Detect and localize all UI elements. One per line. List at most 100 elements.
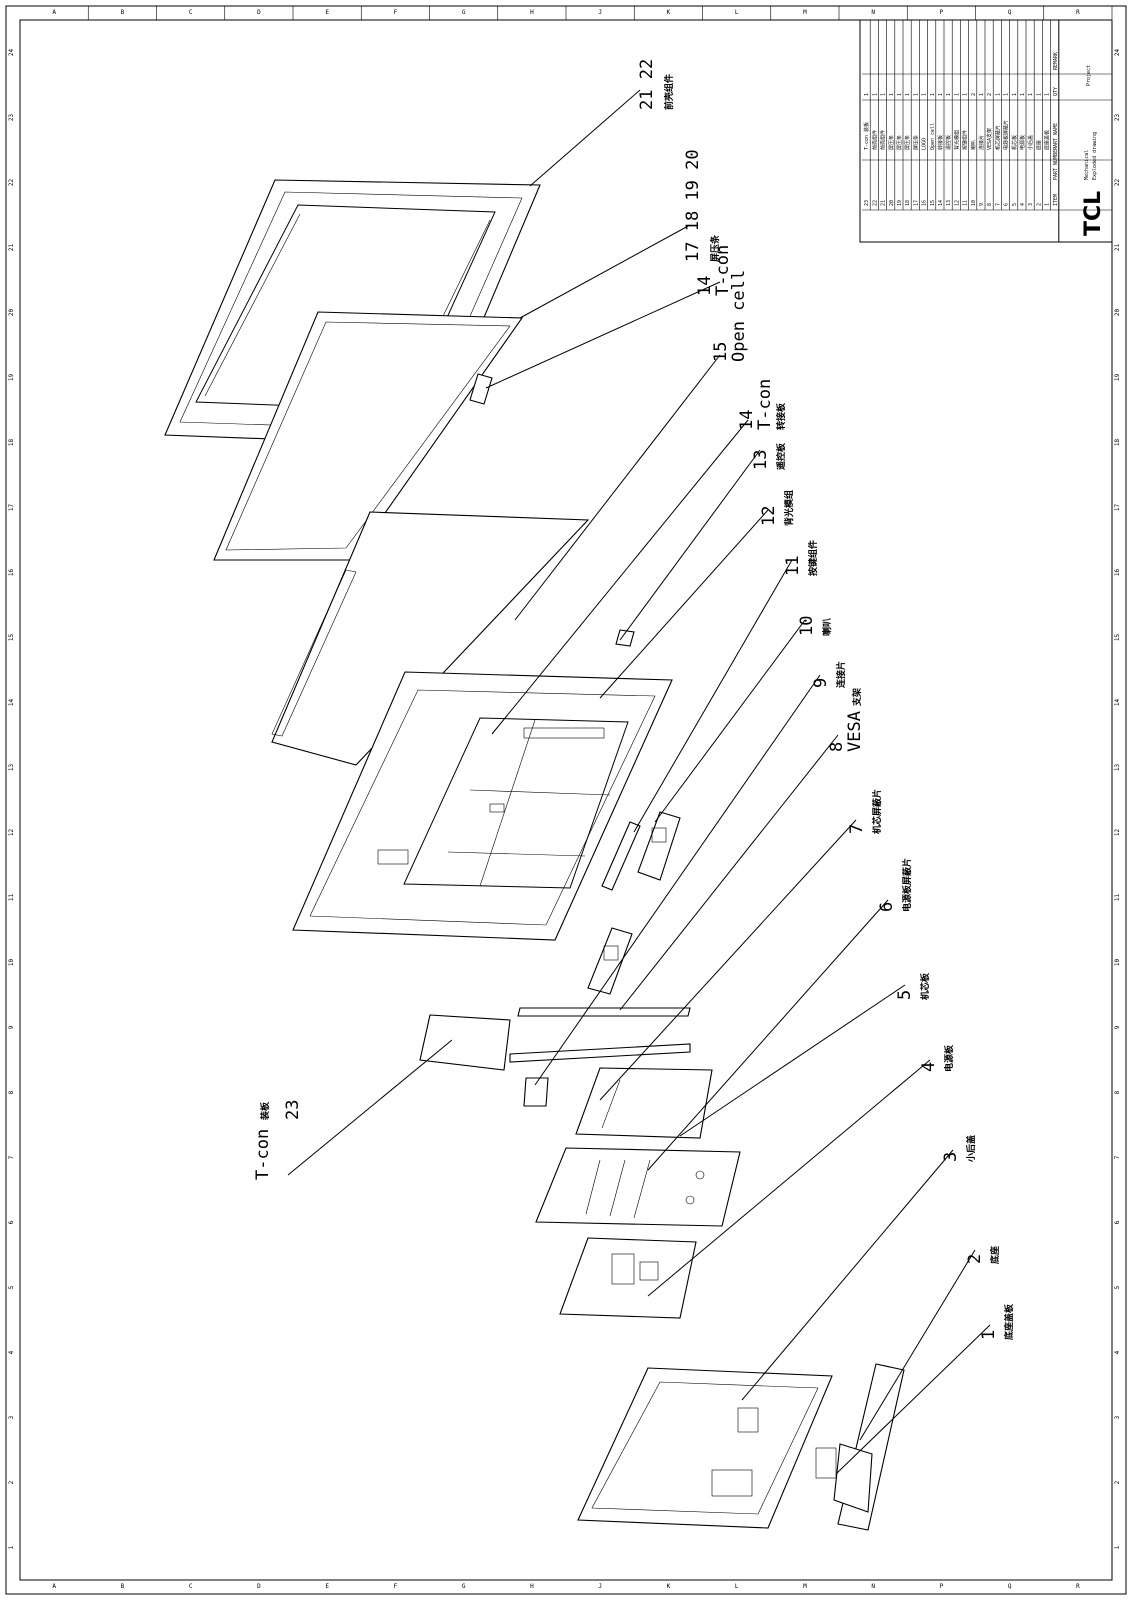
border-col-label: 19 [1114, 374, 1121, 382]
border-col-label: 11 [1114, 894, 1121, 902]
callout-14-cn: 转接板 [775, 402, 787, 430]
border-col-label: 15 [1114, 634, 1121, 642]
bom-part-name: 电源板屏蔽片 [1003, 120, 1010, 150]
bom-part-name: 喇叭 [970, 140, 977, 150]
bom-qty: 1 [872, 93, 878, 96]
border-row-label: P [940, 1583, 944, 1590]
callout-13-number: 13 [751, 450, 771, 470]
border-row-label: M [803, 1583, 807, 1590]
border-row-label: L [735, 9, 739, 16]
border-row-label: N [871, 9, 875, 16]
bom-item-number: 4 [1020, 203, 1026, 206]
bom-part-name: 转接板 [937, 135, 944, 150]
bom-item-number: 3 [1028, 203, 1034, 206]
border-col-label: 6 [8, 1220, 15, 1224]
border-row-label: H [530, 1583, 534, 1590]
bom-qty: 1 [905, 93, 911, 96]
bom-header-qty: QTY [1053, 87, 1059, 96]
callout-12-number: 12 [759, 506, 779, 526]
bom-item-number: 9 [979, 203, 985, 206]
bom-item-number: 10 [971, 200, 977, 206]
company-line-2: Mechanical [1084, 150, 1090, 180]
border-col-label: 6 [1114, 1220, 1121, 1224]
stand-cover-part [815, 1443, 873, 1513]
border-col-label: 8 [1114, 1090, 1121, 1094]
bom-item-number: 16 [922, 200, 928, 206]
callout-4-number: 4 [919, 1062, 939, 1072]
callout-5-number: 5 [895, 990, 915, 1000]
bom-part-name: 底座盖板 [1044, 130, 1051, 150]
callout-15-text: Open cell [729, 270, 749, 362]
border-col-label: 5 [1114, 1285, 1121, 1289]
border-col-label: 1 [1114, 1545, 1121, 1549]
bom-item-number: 15 [930, 200, 936, 206]
border-col-label: 17 [1114, 504, 1121, 512]
border-col-label: 12 [1114, 829, 1121, 837]
bom-item-number: 14 [938, 200, 944, 206]
callout-8-text: VESA [845, 711, 865, 752]
bom-qty: 1 [995, 93, 1001, 96]
border-row-label: Q [1008, 9, 1012, 16]
border-col-label: 18 [1114, 439, 1121, 447]
bom-part-name: 屏压条 [904, 135, 911, 150]
border-row-label: K [667, 1583, 671, 1590]
bom-grid: 23T-con 装板122前壳组件121前壳组件120屏压条119屏压条118屏… [862, 20, 1112, 242]
callout-2-cn: 底座 [989, 1246, 1001, 1264]
border-row-label: H [530, 9, 534, 16]
bom-header-part-number: PART NUMBER [1053, 146, 1059, 180]
callout-3-cn: 小后盖 [965, 1135, 977, 1163]
border-col-label: 22 [1114, 179, 1121, 187]
bom-qty: 2 [987, 93, 993, 96]
border-row-label: J [598, 1583, 602, 1590]
border-row-label: A [52, 9, 56, 16]
border-col-label: 23 [1114, 114, 1121, 122]
bom-part-name: 前壳组件 [880, 130, 887, 150]
bom-qty: 1 [930, 93, 936, 96]
callout-9-cn: 连接片 [835, 661, 847, 688]
bom-part-name: 机芯屏蔽片 [994, 125, 1001, 150]
bom-part-name: 机芯板 [1011, 135, 1018, 150]
callout-16-number: 14 [695, 276, 715, 296]
border-row-label: F [394, 9, 398, 16]
border-col-label: 21 [1114, 244, 1121, 252]
border-col-label: 23 [8, 114, 15, 122]
callout-3-number: 3 [941, 1152, 961, 1162]
border-col-label: 20 [8, 309, 15, 317]
border-row-label: R [1076, 9, 1080, 16]
callout-13-cn: 遥控板 [775, 442, 787, 470]
bom-qty: 1 [864, 93, 870, 96]
border-col-label: 5 [8, 1285, 15, 1289]
border-col-label: 2 [8, 1480, 15, 1484]
open-cell-panel-part [271, 511, 590, 766]
callout-1-number: 1 [979, 1330, 999, 1340]
callout-6-number: 6 [877, 902, 897, 912]
title-block: 23T-con 装板122前壳组件121前壳组件120屏压条119屏压条118屏… [859, 19, 1113, 243]
bom-part-name: 屏压条 [912, 135, 919, 150]
callout-21-22-number: 21 22 [637, 59, 657, 110]
bom-qty: 1 [922, 93, 928, 96]
callout-12-cn: 背光模组 [783, 490, 795, 526]
border-col-label: 3 [1114, 1415, 1121, 1419]
vesa-bracket-part [509, 1007, 691, 1063]
border-col-label: 17 [8, 504, 15, 512]
border-row-label: P [940, 9, 944, 16]
bom-item-number: 12 [954, 200, 960, 206]
callout-17-20-cn: 屏压条 [709, 234, 721, 262]
callout-7-number: 7 [847, 824, 867, 834]
callout-4-cn: 电源板 [943, 1044, 955, 1072]
bom-header-part-name: PART NAME [1053, 123, 1059, 150]
border-col-label: 16 [1114, 569, 1121, 577]
bom-item-number: 23 [864, 200, 870, 206]
border-col-label: 3 [8, 1415, 15, 1419]
bom-qty: 1 [963, 93, 969, 96]
border-col-label: 11 [8, 894, 15, 902]
bom-qty: 1 [938, 93, 944, 96]
bom-qty: 1 [897, 93, 903, 96]
callout-15-number: 15 [711, 342, 731, 362]
callout-9-number: 9 [811, 678, 831, 688]
bom-item-number: 5 [1012, 203, 1018, 206]
callout-2-number: 2 [965, 1254, 985, 1264]
bom-header-remark: REMARK [1053, 52, 1059, 70]
callout-6-cn: 电源板屏蔽片 [901, 858, 913, 912]
